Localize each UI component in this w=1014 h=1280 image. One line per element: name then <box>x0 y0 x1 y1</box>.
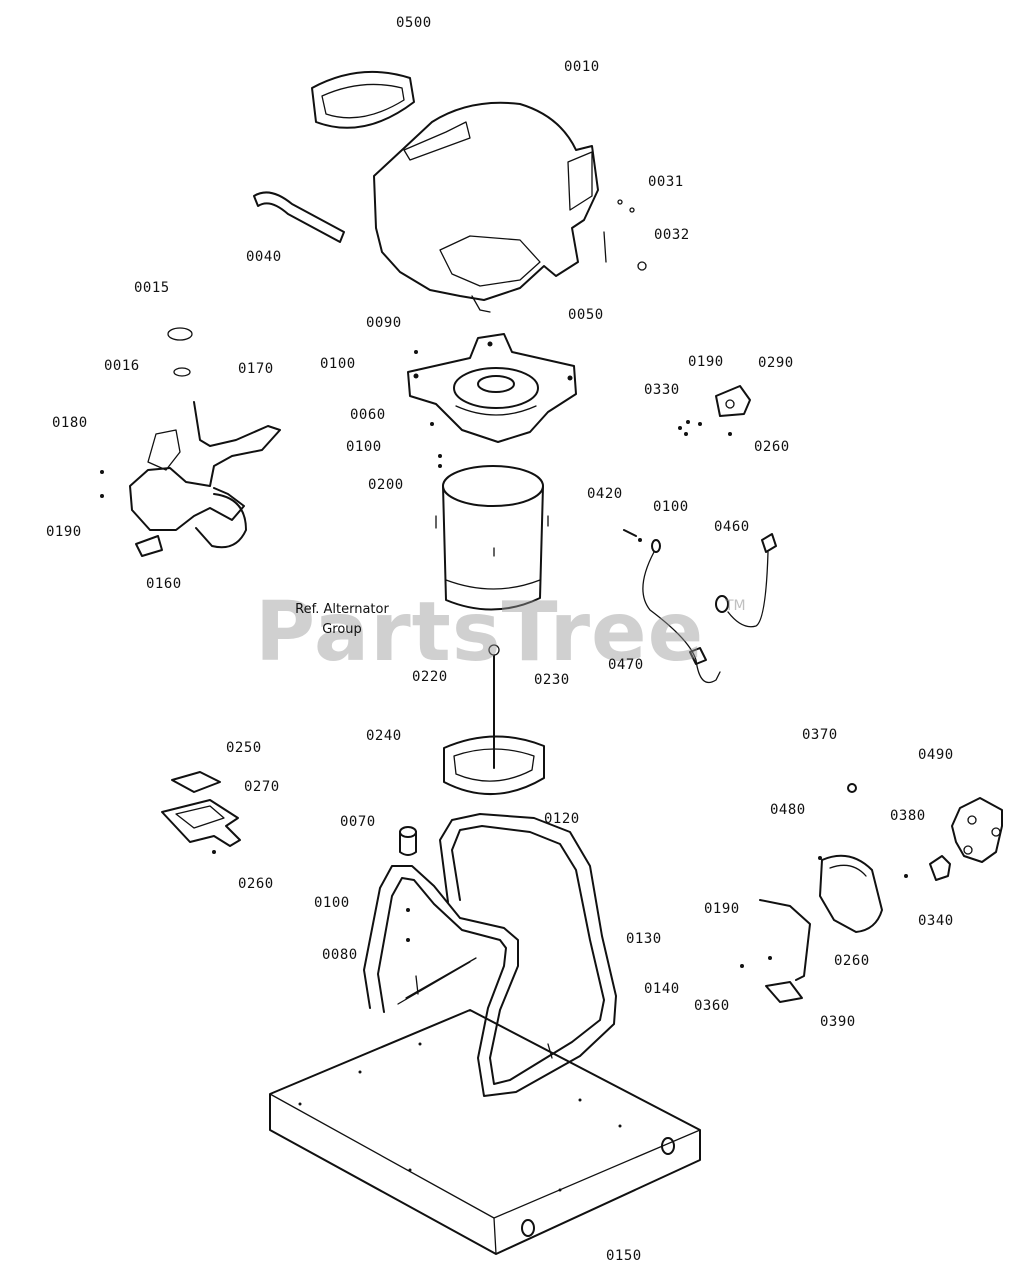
callout-0080[interactable]: 0080 <box>322 947 358 963</box>
callout-0360[interactable]: 0360 <box>694 998 730 1014</box>
callout-0100[interactable]: 0100 <box>320 356 356 372</box>
base-ring-part <box>443 735 545 796</box>
gasket-ring-part <box>311 70 415 129</box>
callout-0130[interactable]: 0130 <box>626 931 662 947</box>
callout-0100[interactable]: 0100 <box>346 439 382 455</box>
callout-0190[interactable]: 0190 <box>704 901 740 917</box>
hardware-small-part <box>617 199 647 271</box>
callout-0330[interactable]: 0330 <box>644 382 680 398</box>
callout-0160[interactable]: 0160 <box>146 576 182 592</box>
callout-0190[interactable]: 0190 <box>46 524 82 540</box>
callout-0180[interactable]: 0180 <box>52 415 88 431</box>
callout-0031[interactable]: 0031 <box>648 174 684 190</box>
callout-0260[interactable]: 0260 <box>834 953 870 969</box>
callout-0050[interactable]: 0050 <box>568 307 604 323</box>
ref-note-line2: Group <box>322 622 362 637</box>
callout-0390[interactable]: 0390 <box>820 1014 856 1030</box>
mounting-bracket-part <box>740 899 811 1003</box>
callout-0200[interactable]: 0200 <box>368 477 404 493</box>
callout-0370[interactable]: 0370 <box>802 727 838 743</box>
watermark-trademark: TM <box>725 598 746 614</box>
engine-housing-part <box>373 101 607 313</box>
callout-0010[interactable]: 0010 <box>564 59 600 75</box>
watermark-text: PartsTree <box>255 585 705 680</box>
switch-part <box>678 385 751 436</box>
callout-0240[interactable]: 0240 <box>366 728 402 744</box>
callout-0380[interactable]: 0380 <box>890 808 926 824</box>
callout-0016[interactable]: 0016 <box>104 358 140 374</box>
callout-0120[interactable]: 0120 <box>544 811 580 827</box>
callout-0170[interactable]: 0170 <box>238 361 274 377</box>
alternator-stator-part <box>435 465 549 611</box>
callout-0340[interactable]: 0340 <box>918 913 954 929</box>
callout-0060[interactable]: 0060 <box>350 407 386 423</box>
callout-0260[interactable]: 0260 <box>238 876 274 892</box>
cap-part <box>399 826 417 856</box>
callout-0140[interactable]: 0140 <box>644 981 680 997</box>
callout-0470[interactable]: 0470 <box>608 657 644 673</box>
callout-0190[interactable]: 0190 <box>688 354 724 370</box>
callout-0100[interactable]: 0100 <box>653 499 689 515</box>
callout-0070[interactable]: 0070 <box>340 814 376 830</box>
callout-0460[interactable]: 0460 <box>714 519 750 535</box>
callout-0040[interactable]: 0040 <box>246 249 282 265</box>
alternator-bracket-part <box>407 333 577 443</box>
callout-0500[interactable]: 0500 <box>396 15 432 31</box>
ignition-wire-part <box>623 529 777 684</box>
callout-0420[interactable]: 0420 <box>587 486 623 502</box>
callout-0290[interactable]: 0290 <box>758 355 794 371</box>
callout-0260[interactable]: 0260 <box>754 439 790 455</box>
callout-0015[interactable]: 0015 <box>134 280 170 296</box>
ref-alternator-note: Ref. Alternator Group <box>272 600 412 640</box>
callout-0090[interactable]: 0090 <box>366 315 402 331</box>
base-pan-part <box>269 1009 701 1255</box>
bolt-stack-part <box>430 422 442 468</box>
callout-0270[interactable]: 0270 <box>244 779 280 795</box>
callout-0150[interactable]: 0150 <box>606 1248 642 1264</box>
callout-0480[interactable]: 0480 <box>770 802 806 818</box>
ref-note-line1: Ref. Alternator <box>295 602 389 617</box>
callout-0250[interactable]: 0250 <box>226 740 262 756</box>
hose-part <box>253 191 345 243</box>
callout-0220[interactable]: 0220 <box>412 669 448 685</box>
callout-0490[interactable]: 0490 <box>918 747 954 763</box>
callout-0032[interactable]: 0032 <box>654 227 690 243</box>
callout-0100[interactable]: 0100 <box>314 895 350 911</box>
gasket-plate-part <box>161 771 241 854</box>
handle-frame-part <box>363 813 617 1097</box>
callout-0230[interactable]: 0230 <box>534 672 570 688</box>
carburetor-assembly-part <box>100 327 281 557</box>
regulator-assembly-part <box>818 783 1003 933</box>
